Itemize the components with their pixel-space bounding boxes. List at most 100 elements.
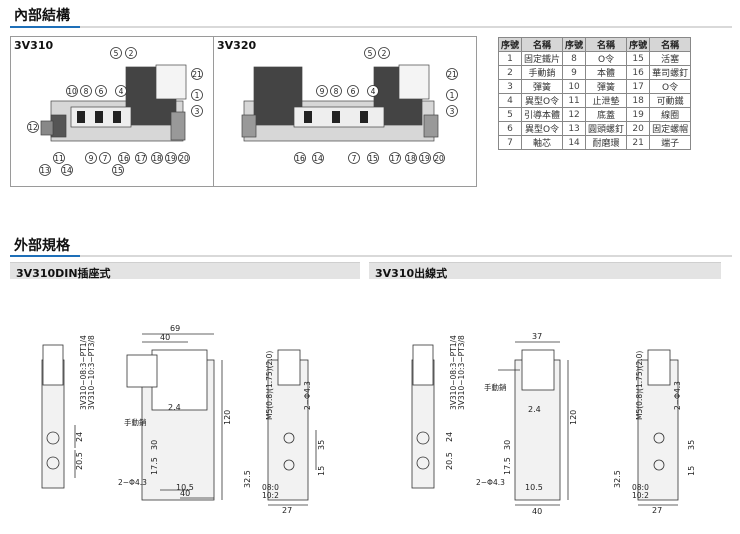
dim-27: 27 [282, 506, 292, 515]
parts-table-cell: 19 [626, 107, 651, 122]
parts-table-cell: 14 [562, 135, 587, 150]
parts-table-cell: 圓頭螺釘 [585, 121, 628, 136]
thread-label: M5(0.8)(1.75)(2.0) [265, 351, 274, 420]
callout-21: 21 [446, 68, 458, 80]
lead-port-label-pt38: 3V310−10:3−PT3/8 [457, 335, 466, 410]
svg-text:16: 16 [295, 154, 305, 163]
internal-structure-title: 內部結構 [14, 8, 70, 24]
parts-table-cell: O令 [585, 51, 628, 66]
parts-table-cell: 固定鐵片 [521, 51, 564, 66]
parts-table-cell: 21 [626, 135, 651, 150]
svg-text:20: 20 [434, 154, 444, 163]
parts-table-header: 序號 [562, 37, 587, 52]
parts-table-cell: 17 [626, 79, 651, 94]
svg-text:19: 19 [420, 154, 430, 163]
svg-text:20: 20 [179, 154, 189, 163]
callout-7: 7 [99, 152, 111, 164]
callout-1: 1 [446, 89, 458, 101]
dim-40-bottom: 40 [180, 489, 190, 498]
svg-text:17: 17 [136, 154, 146, 163]
svg-text:3: 3 [195, 107, 200, 116]
callout-19: 19 [165, 152, 177, 164]
svg-text:15: 15 [368, 154, 378, 163]
callout-16: 16 [294, 152, 306, 164]
callout-8: 8 [80, 85, 92, 97]
callout-20: 20 [178, 152, 190, 164]
port-label-pt38: 3V310−10:3−PT3/8 [87, 335, 96, 410]
callout-12: 12 [27, 121, 39, 133]
lead-dim-2phi43-end: 2−Φ4.3 [673, 381, 682, 410]
svg-text:14: 14 [313, 154, 323, 163]
svg-text:10: 10 [67, 87, 77, 96]
lead-dim-15: 15 [687, 466, 696, 476]
parts-table-cell: 止泄墊 [585, 93, 628, 108]
parts-table-cell: 彈簧 [585, 79, 628, 94]
parts-table-cell: 耐磨環 [585, 135, 628, 150]
lead-dim-120: 120 [569, 410, 578, 425]
dim-35: 35 [317, 440, 326, 450]
dim-2phi43-end: 2−Φ4.3 [303, 381, 312, 410]
callout-4: 4 [367, 85, 379, 97]
lead-dim-2phi43: 2−Φ4.3 [476, 478, 505, 487]
parts-table-cell: 9 [562, 65, 587, 80]
parts-table-header: 名稱 [521, 37, 564, 52]
parts-table-header: 序號 [626, 37, 651, 52]
subheader-din: 3V310DIN插座式 [10, 262, 360, 280]
svg-text:6: 6 [351, 87, 356, 96]
parts-table-header: 名稱 [649, 37, 692, 52]
callout-11: 11 [53, 152, 65, 164]
parts-table-cell: 4 [497, 93, 523, 108]
dim-17-5: 17.5 [150, 457, 159, 475]
lead-thread-label: M5(0.8)(1.75)(2.0) [635, 351, 644, 420]
svg-text:4: 4 [119, 87, 124, 96]
lead-dim-10-2: 10:2 [632, 491, 649, 500]
svg-text:19: 19 [166, 154, 176, 163]
callout-2: 2 [378, 47, 390, 59]
callout-7: 7 [348, 152, 360, 164]
lead-dim-27: 27 [652, 506, 662, 515]
subheader-lead: 3V310出線式 [369, 262, 721, 280]
parts-table-cell: 手動銷 [521, 65, 564, 80]
parts-table-cell: 本體 [585, 65, 628, 80]
svg-text:9: 9 [89, 154, 94, 163]
callout-13: 13 [39, 164, 51, 176]
svg-text:16: 16 [119, 154, 129, 163]
svg-text:14: 14 [62, 166, 72, 175]
dimension-drawing-din: 69 40 120 24 20.5 30 17.5 2.4 10.5 40 2−… [41, 324, 326, 515]
dim-30: 30 [150, 440, 159, 450]
svg-text:5: 5 [114, 49, 119, 58]
callout-18: 18 [151, 152, 163, 164]
parts-table-cell: 11 [562, 93, 587, 108]
dim-24: 24 [75, 432, 84, 442]
panel-label-3v320: 3V320 [217, 39, 257, 52]
callout-9: 9 [316, 85, 328, 97]
panel-label-3v310: 3V310 [14, 39, 54, 52]
parts-table-cell: 10 [562, 79, 587, 94]
svg-text:1: 1 [195, 91, 200, 100]
dim-20-5: 20.5 [75, 452, 84, 470]
svg-text:6: 6 [99, 87, 104, 96]
callout-4: 4 [115, 85, 127, 97]
lead-dim-24: 24 [445, 432, 454, 442]
lead-dim-37: 37 [532, 332, 542, 341]
svg-text:1: 1 [450, 91, 455, 100]
section-drawing-3v320 [241, 64, 439, 142]
parts-table-cell: 7 [497, 135, 523, 150]
parts-table-cell: 華司螺釘 [649, 65, 692, 80]
svg-text:17: 17 [390, 154, 400, 163]
callout-17: 17 [135, 152, 147, 164]
dim-120: 120 [223, 410, 232, 425]
svg-text:9: 9 [320, 87, 325, 96]
external-title-underline [10, 255, 732, 257]
dim-40: 40 [160, 333, 170, 342]
lead-dim-30: 30 [503, 440, 512, 450]
internal-title-underline [10, 26, 732, 28]
lead-dim-10-5: 10.5 [525, 483, 543, 492]
callout-20: 20 [433, 152, 445, 164]
parts-table-cell: 異型O令 [521, 93, 564, 108]
callout-6: 6 [347, 85, 359, 97]
parts-table-cell: 線圈 [649, 107, 692, 122]
